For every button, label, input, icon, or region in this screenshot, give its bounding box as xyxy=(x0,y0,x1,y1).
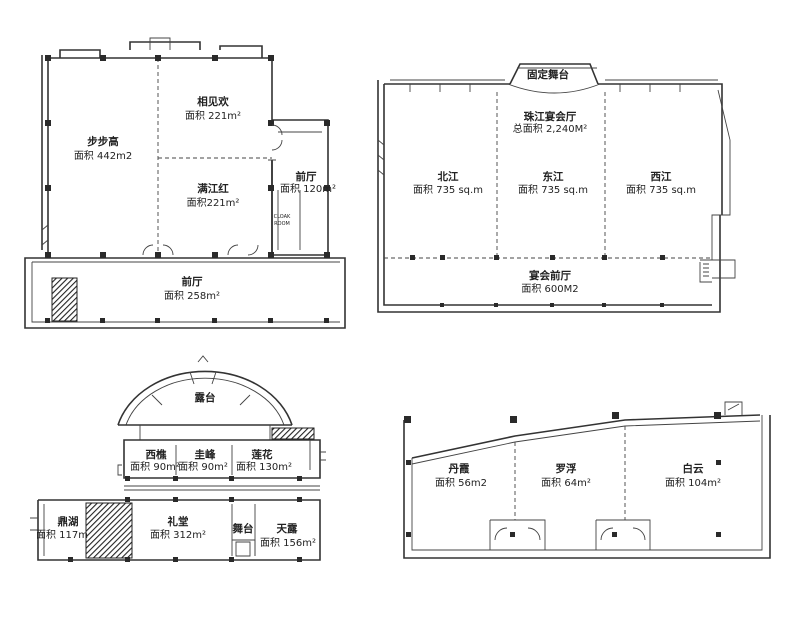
room-tianlu-area: 面积 156m² xyxy=(260,537,316,549)
room-dinghu-area: 面积 117m xyxy=(36,529,88,541)
room-bubugao-area: 面积 442m2 xyxy=(74,150,132,162)
room-yanhuiqianting-area: 面积 600M2 xyxy=(521,283,578,295)
room-bubugao-name: 步步高 xyxy=(87,135,119,148)
room-lianhua-area: 面积 130m² xyxy=(236,461,292,473)
cloakroom-label-2: ROOM xyxy=(274,221,290,227)
room-tianlu-name: 天露 xyxy=(277,522,298,535)
room-xiangjianhuan-name: 相见欢 xyxy=(197,95,229,108)
room-luofu-name: 罗浮 xyxy=(556,462,577,475)
cloakroom-label-1: CLOAK xyxy=(274,214,291,220)
room-guifeng-name: 圭峰 xyxy=(195,448,216,461)
room-yanhuiqianting-name: 宴会前厅 xyxy=(529,269,571,282)
hall-zhujiang-area: 总面积 2,240M² xyxy=(513,122,587,135)
room-dinghu-name: 鼎湖 xyxy=(58,515,79,528)
room-dongjiang-name: 东江 xyxy=(543,170,564,183)
room-qianting-upper-area: 面积 120m² xyxy=(280,183,336,195)
plan-2: 固定舞台 珠江宴会厅 总面积 2,240M² 北江 面积 735 sq.m 东江… xyxy=(377,63,736,313)
terrace-label: 露台 xyxy=(195,391,216,404)
room-lianhua-name: 莲花 xyxy=(252,448,273,461)
room-wutai-name: 舞台 xyxy=(232,522,254,535)
room-litang-area: 面积 312m² xyxy=(150,529,206,541)
plan-3-lower-stair xyxy=(85,502,133,559)
plan-1-stair-block xyxy=(51,277,78,322)
room-baiyun-area: 面积 104m² xyxy=(665,477,721,489)
room-xiqiao-area: 面积 90m² xyxy=(130,461,180,473)
room-manjianghong-name: 满江红 xyxy=(197,182,229,195)
room-litang-name: 礼堂 xyxy=(168,515,189,528)
room-xiangjianhuan-area: 面积 221m² xyxy=(185,110,241,122)
room-guifeng-area: 面积 90m² xyxy=(178,461,228,473)
room-luofu-area: 面积 64m² xyxy=(541,477,591,489)
hall-zhujiang-name: 珠江宴会厅 xyxy=(524,110,577,123)
plan-3: 露台 西樵 面积 90m² 圭峰 面积 90m² 莲花 面积 130m² 鼎湖 … xyxy=(30,355,326,562)
room-dongjiang-area: 面积 735 sq.m xyxy=(518,184,588,196)
room-xiqiao-name: 西樵 xyxy=(146,448,167,461)
room-danxia-area: 面积 56m2 xyxy=(435,477,487,489)
plan-1: 相见欢 面积 221m² 步步高 面积 442m2 满江红 面积221m² 前厅… xyxy=(24,37,346,329)
room-beijiang-area: 面积 735 sq.m xyxy=(413,184,483,196)
room-qianting-upper-name: 前厅 xyxy=(296,170,317,183)
room-qianting-lower-name: 前厅 xyxy=(182,275,203,288)
room-xijiang-area: 面积 735 sq.m xyxy=(626,184,696,196)
room-baiyun-name: 白云 xyxy=(683,462,704,475)
room-manjianghong-area: 面积221m² xyxy=(187,197,240,209)
room-beijiang-name: 北江 xyxy=(438,170,459,183)
room-qianting-lower-area: 面积 258m² xyxy=(164,290,220,302)
plan-3-upper-stair xyxy=(271,427,315,440)
room-xijiang-name: 西江 xyxy=(651,170,672,183)
room-danxia-name: 丹霞 xyxy=(449,463,470,475)
fixed-stage-label: 固定舞台 xyxy=(527,68,569,81)
plan-4: 丹霞 面积 56m2 罗浮 面积 64m² 白云 面积 104m² xyxy=(403,401,771,559)
